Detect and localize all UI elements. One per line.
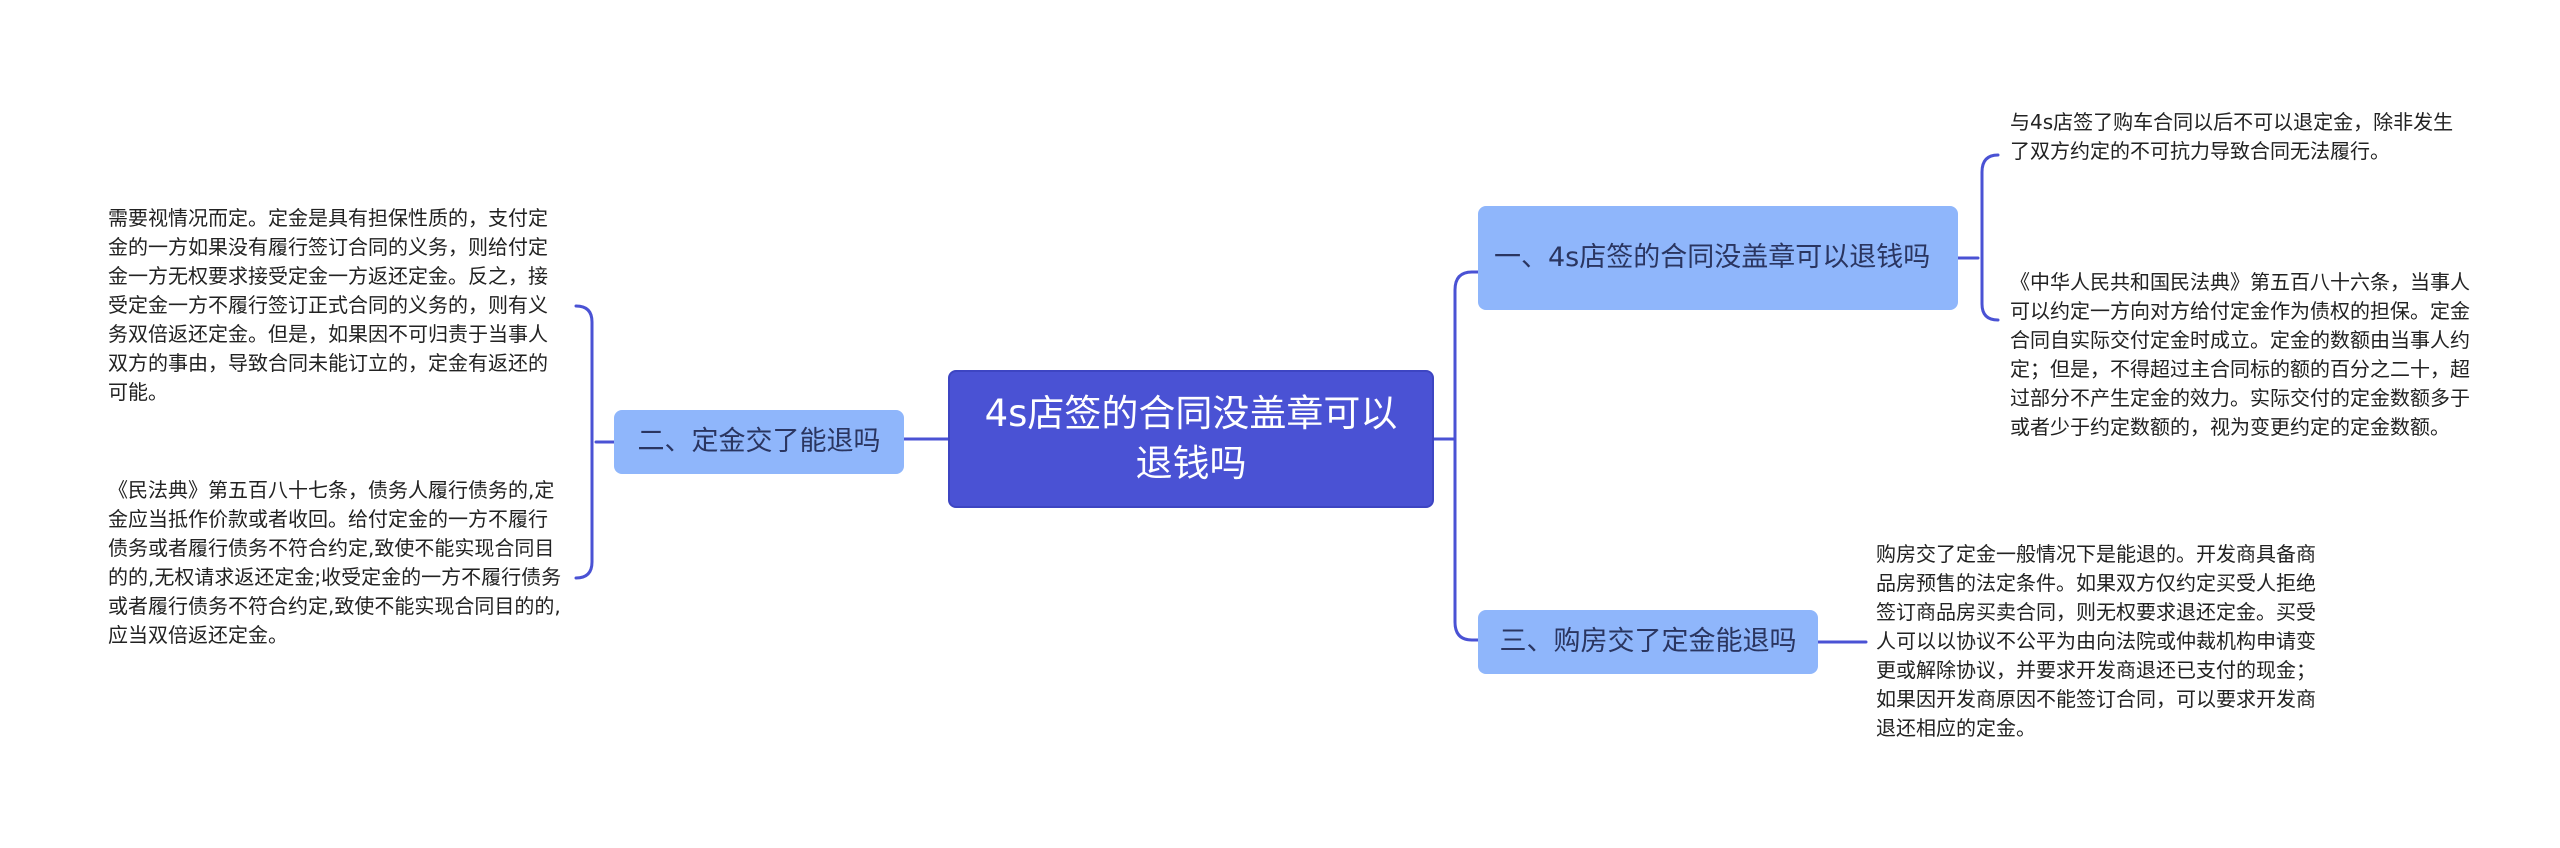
branch-topic-2-label: 二、定金交了能退吗 (637, 426, 881, 457)
branch-topic-2[interactable]: 二、定金交了能退吗 (614, 410, 904, 474)
leaf-topic-2-1[interactable]: 需要视情况而定。定金是具有担保性质的，支付定金的一方如果没有履行签订合同的义务，… (108, 206, 548, 404)
leaf-topic-1-1[interactable]: 与4s店签了购车合同以后不可以退定金，除非发生了双方约定的不可抗力导致合同无法履… (2010, 110, 2454, 163)
edge-branch-2-leaf-bracket (574, 304, 594, 580)
branch-topic-3[interactable]: 三、购房交了定金能退吗 (1478, 610, 1818, 674)
edge-right-trunk (1453, 270, 1474, 642)
root-topic[interactable]: 4s店签的合同没盖章可以退钱吗 (948, 370, 1434, 508)
edge-branch-1-leaf-bracket (1980, 153, 2000, 322)
root-topic-label: 4s店签的合同没盖章可以退钱吗 (984, 392, 1398, 485)
branch-topic-3-label: 三、购房交了定金能退吗 (1499, 626, 1797, 657)
branch-topic-1[interactable]: 一、4s店签的合同没盖章可以退钱吗 (1478, 206, 1958, 310)
leaf-topic-3-1[interactable]: 购房交了定金一般情况下是能退的。开发商具备商品房预售的法定条件。如果双方仅约定买… (1876, 542, 2316, 740)
branch-topic-1-label: 一、4s店签的合同没盖章可以退钱吗 (1494, 242, 1931, 273)
leaf-topic-2-2[interactable]: 《民法典》第五百八十七条，债务人履行债务的,定金应当抵作价款或者收回。给付定金的… (108, 478, 562, 647)
leaf-topic-1-2[interactable]: 《中华人民共和国民法典》第五百八十六条，当事人可以约定一方向对方给付定金作为债权… (2010, 270, 2470, 439)
